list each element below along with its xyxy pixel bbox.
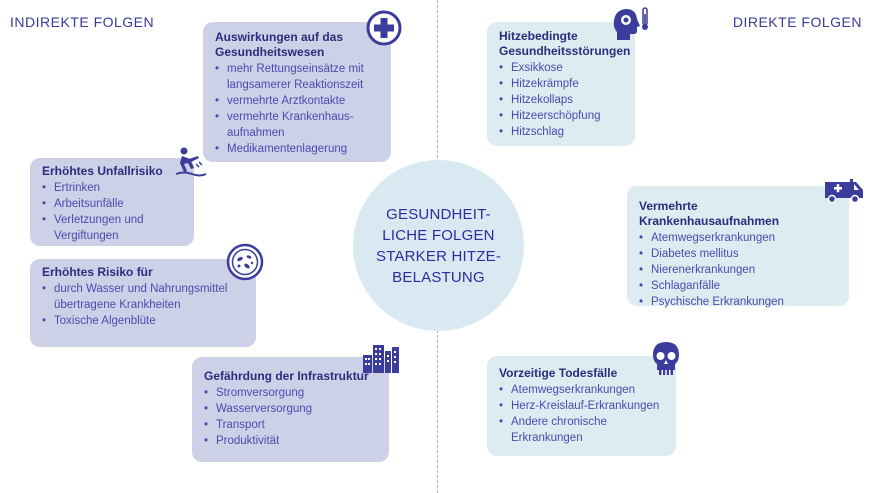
healthcare-impact-list: mehr Rettungseinsätze mit langsamerer Re…	[215, 61, 381, 157]
list-item: Transport	[204, 417, 379, 433]
infrastructure-risk-list: Stromversorgung Wasserversorgung Transpo…	[204, 385, 379, 449]
slipping-person-icon	[175, 147, 207, 177]
list-item: vermehrte Krankenhaus-aufnahmen	[215, 109, 381, 141]
accident-risk-list: Ertrinken Arbeitsunfälle Verletzungen un…	[42, 180, 184, 244]
list-item: Hitzeerschöpfung	[499, 108, 625, 124]
medical-cross-icon	[366, 10, 402, 46]
list-item: Hitzekrämpfe	[499, 76, 625, 92]
premature-deaths-title: Vorzeitige Todesfälle	[499, 366, 618, 380]
hospital-admissions-box: Vermehrte Krankenhausaufnahmen Atemwegse…	[627, 186, 849, 310]
list-item: vermehrte Arztkontakte	[215, 93, 381, 109]
list-item: Herz-Kreislauf-Erkrankungen	[499, 398, 666, 414]
direct-consequences-label: DIREKTE FOLGEN	[732, 14, 862, 30]
list-item: Atemwegserkrankungen	[499, 382, 666, 398]
central-topic-text: GESUNDHEIT- LICHE FOLGEN STARKER HITZE- …	[375, 205, 502, 286]
list-item: Hitzschlag	[499, 124, 625, 140]
healthcare-impact-title: Auswirkungen auf das Gesundheitswesen	[215, 30, 344, 59]
indirect-consequences-label: INDIREKTE FOLGEN	[10, 14, 155, 30]
list-item: Produktivität	[204, 433, 379, 449]
hospital-admissions-title: Vermehrte Krankenhausaufnahmen	[639, 199, 780, 228]
accident-risk-box: Erhöhtes Unfallrisiko Ertrinken Arbeitsu…	[30, 158, 194, 246]
head-thermometer-icon	[613, 7, 648, 40]
increased-risk-list: durch Wasser und Nahrungsmittel übertrag…	[42, 281, 246, 329]
list-item: Ertrinken	[42, 180, 184, 196]
increased-risk-box: Erhöhtes Risiko für durch Wasser und Nah…	[30, 259, 256, 347]
list-item: Arbeitsunfälle	[42, 196, 184, 212]
heat-disorders-list: Exsikkose Hitzekrämpfe Hitzekollaps Hitz…	[499, 60, 625, 140]
increased-risk-title: Erhöhtes Risiko für	[42, 265, 153, 279]
list-item: Medikamentenlagerung	[215, 141, 381, 157]
heat-disorders-title: Hitzebedingte Gesundheitsstörungen	[499, 29, 631, 58]
list-item: Verletzungen und Vergiftungen	[42, 212, 184, 244]
list-item: Atemwegserkrankungen	[639, 230, 839, 246]
heat-disorders-box: Hitzebedingte Gesundheitsstörungen Exsik…	[487, 22, 635, 146]
accident-risk-title: Erhöhtes Unfallrisiko	[42, 164, 163, 178]
healthcare-impact-box: Auswirkungen auf das Gesundheitswesen me…	[203, 22, 391, 162]
infrastructure-risk-box: Gefährdung der Infrastruktur Stromversor…	[192, 357, 389, 462]
list-item: durch Wasser und Nahrungsmittel übertrag…	[42, 281, 246, 313]
list-item: Exsikkose	[499, 60, 625, 76]
infrastructure-risk-title: Gefährdung der Infrastruktur	[204, 369, 369, 383]
premature-deaths-box: Vorzeitige Todesfälle Atemwegserkrankung…	[487, 356, 676, 456]
list-item: mehr Rettungseinsätze mit langsamerer Re…	[215, 61, 381, 93]
bacteria-petri-dish-icon	[226, 243, 264, 281]
list-item: Diabetes mellitus	[639, 246, 839, 262]
list-item: Andere chronische Erkrankungen	[499, 414, 666, 446]
list-item: Stromversorgung	[204, 385, 379, 401]
central-topic-circle: GESUNDHEIT- LICHE FOLGEN STARKER HITZE- …	[353, 160, 524, 331]
list-item: Schlaganfälle	[639, 278, 839, 294]
list-item: Nierenerkrankungen	[639, 262, 839, 278]
list-item: Psychische Erkrankungen	[639, 294, 839, 310]
city-buildings-icon	[363, 345, 399, 373]
list-item: Toxische Algenblüte	[42, 313, 246, 329]
skull-icon	[653, 342, 679, 375]
hospital-admissions-list: Atemwegserkrankungen Diabetes mellitus N…	[639, 230, 839, 310]
list-item: Hitzekollaps	[499, 92, 625, 108]
premature-deaths-list: Atemwegserkrankungen Herz-Kreislauf-Erkr…	[499, 382, 666, 446]
ambulance-icon	[825, 179, 863, 204]
list-item: Wasserversorgung	[204, 401, 379, 417]
